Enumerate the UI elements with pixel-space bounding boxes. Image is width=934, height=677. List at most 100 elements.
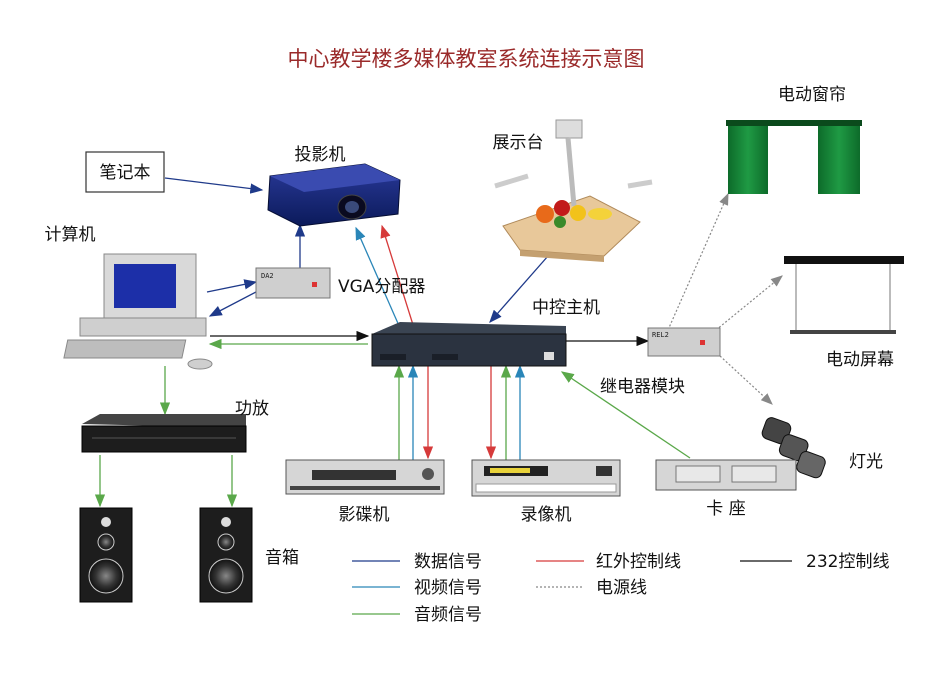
- line-relay-screen: [715, 275, 783, 331]
- screen-bottom-bar: [790, 330, 896, 334]
- dvd-player-label: 影碟机: [339, 505, 390, 525]
- fruit-lime: [554, 216, 566, 228]
- document-camera-device: 展示台: [493, 119, 653, 262]
- lights-label: 灯光: [849, 452, 883, 472]
- fruit-banana: [588, 208, 612, 220]
- notebook-device: 笔记本: [85, 151, 165, 193]
- notebook-label: 笔记本: [100, 163, 151, 183]
- line-doccam-controller: [489, 255, 549, 323]
- computer-case: [79, 317, 207, 337]
- vcr-lower-panel: [475, 483, 617, 493]
- line-relay-curtain: [667, 192, 729, 331]
- relay-box: [647, 327, 721, 357]
- speaker-left-mid-icon: [97, 533, 115, 551]
- curtain-rail: [726, 120, 862, 126]
- speaker-right-mid-icon: [217, 533, 235, 551]
- vga-splitter-device: DA2 VGA分配器: [255, 267, 425, 299]
- amplifier-device: 功放: [81, 399, 269, 453]
- doccam-camera-head: [555, 119, 583, 139]
- notebook-box: [85, 151, 165, 193]
- projector-lens-glass: [345, 201, 359, 213]
- projector-device: 投影机: [267, 145, 401, 227]
- connection-lines: [94, 177, 783, 508]
- speaker-left-tweeter-icon: [101, 517, 111, 527]
- screen-housing: [784, 256, 904, 264]
- speaker-right: [199, 507, 253, 603]
- relay-tag: REL2: [652, 331, 669, 339]
- computer-label: 计算机: [45, 225, 96, 245]
- amp-top: [82, 414, 246, 428]
- line-deck-controller-audio: [560, 371, 691, 459]
- fruit-apple: [554, 200, 570, 216]
- doccam-arm: [565, 137, 577, 207]
- diagram-title: 中心教学楼多媒体教室系统连接示意图: [288, 47, 645, 71]
- relay-led: [700, 340, 705, 345]
- line-controller-projector-video: [355, 226, 401, 329]
- amp-body: [81, 425, 247, 453]
- speaker-right-woofer-icon: [208, 558, 244, 594]
- dvd-tray: [312, 470, 396, 480]
- vga-splitter-tag: DA2: [261, 272, 274, 280]
- legend-video-text: 视频信号: [414, 578, 482, 598]
- legend-audio-text: 音频信号: [414, 605, 482, 625]
- controller-port-b: [432, 354, 458, 360]
- vga-splitter-label: VGA分配器: [338, 277, 425, 297]
- vcr-device: 录像机: [471, 459, 621, 525]
- speakers-label: 音箱: [265, 548, 299, 568]
- vga-splitter-led: [312, 282, 317, 287]
- card-deck-label: 卡 座: [706, 499, 745, 519]
- monitor-screen: [114, 264, 176, 308]
- screen-label: 电动屏幕: [826, 350, 894, 370]
- document-camera-label: 展示台: [493, 133, 544, 153]
- curtain-label: 电动窗帘: [778, 85, 846, 105]
- light-3-icon: [796, 451, 826, 479]
- doccam-right-lamp: [627, 179, 653, 189]
- dvd-player-device: 影碟机: [285, 459, 445, 525]
- controller-port-a: [380, 354, 406, 360]
- projector-label: 投影机: [295, 145, 346, 165]
- speaker-left: [79, 507, 133, 603]
- legend-232-text: 232控制线: [806, 552, 889, 572]
- doccam-left-lamp: [494, 173, 529, 189]
- controller-power-button: [544, 352, 554, 360]
- card-deck-device: 卡 座: [655, 459, 797, 519]
- dvd-bottom-strip: [290, 486, 440, 490]
- deck-cassette-b: [731, 465, 777, 483]
- line-splitter-monitor: [208, 291, 257, 317]
- line-relay-lights: [719, 355, 773, 405]
- computer-device: 计算机: [45, 225, 213, 370]
- dvd-knob-icon: [422, 468, 434, 480]
- fruit-orange: [536, 205, 554, 223]
- relay-module-device: REL2 继电器模块: [600, 327, 721, 397]
- deck-cassette-a: [675, 465, 721, 483]
- amplifier-label: 功放: [235, 399, 269, 419]
- central-controller-label: 中控主机: [532, 298, 600, 318]
- legend-ir-text: 红外控制线: [596, 552, 681, 572]
- controller-body: [371, 333, 567, 367]
- keyboard-icon: [63, 339, 187, 359]
- curtain-right-panel: [818, 126, 860, 194]
- legend-data-text: 数据信号: [414, 552, 482, 572]
- vga-splitter-box: [255, 267, 331, 299]
- mouse-icon: [187, 358, 213, 370]
- lights-device: 灯光: [761, 417, 883, 479]
- speaker-right-tweeter-icon: [221, 517, 231, 527]
- central-controller-device: 中控主机: [371, 298, 600, 367]
- fruit-lemon: [570, 205, 586, 221]
- speaker-left-woofer-icon: [88, 558, 124, 594]
- screen-device: 电动屏幕: [784, 256, 904, 370]
- legend-power-text: 电源线: [596, 578, 647, 598]
- curtain-left-panel: [728, 126, 768, 194]
- projector-top: [270, 164, 400, 192]
- legend: 数据信号 视频信号 音频信号 红外控制线 电源线 232控制线: [352, 552, 889, 625]
- line-computer-splitter: [206, 279, 258, 293]
- vcr-controls: [596, 466, 612, 476]
- vcr-display: [490, 468, 530, 473]
- line-controller-projector-ir: [380, 224, 415, 329]
- relay-module-label: 继电器模块: [600, 377, 685, 397]
- vcr-label: 录像机: [521, 505, 572, 525]
- doccam-base-edge: [520, 250, 604, 262]
- controller-top: [372, 322, 566, 336]
- curtain-device: 电动窗帘: [726, 85, 862, 194]
